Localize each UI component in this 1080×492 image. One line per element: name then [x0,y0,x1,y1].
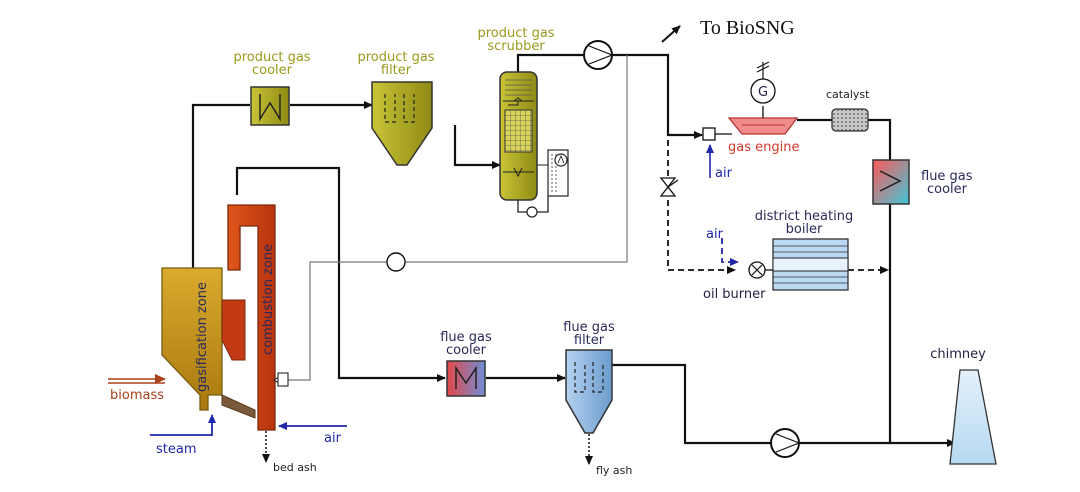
product-gas-filter: product gas filter [357,50,435,166]
scrubber-pump-icon [526,206,538,218]
dh-boiler-label-line1: district heating [755,209,853,224]
flue-gas-cooler-bottom: flue gas cooler [440,330,492,397]
pipe-bottom-filter-to-chimney [612,363,771,445]
pg-scrubber-label-line2: scrubber [487,39,545,54]
district-heating-boiler: district heating boiler air oil burner [703,209,853,302]
pipe-catalyst-to-flue-cooler [868,118,892,160]
flue-gas-cooler-right: flue gas cooler [872,159,973,205]
oil-burner-label: oil burner [703,287,766,302]
pipe-combustion-to-flue-cooler [235,166,446,382]
flue-cooler-bottom-label-line1: flue gas [440,330,492,345]
pg-cooler-label-line1: product gas [233,50,310,65]
fly-ash-label: fly ash [596,464,632,477]
flue-filter-label-line2: filter [574,333,605,348]
flue-cooler-right-label-line2: cooler [927,182,968,197]
recirculation-line [288,55,628,381]
bypass-valve-icon [659,177,679,197]
boiler-air-label: air [706,227,724,242]
gas-engine-label: gas engine [728,140,799,155]
chimney-label: chimney [930,347,986,362]
catalyst-label: catalyst [826,88,870,101]
flue-cooler-bottom-label-line2: cooler [446,343,487,358]
gasification-zone-label: gasification zone [195,282,210,392]
flue-filter-bags-icon [574,362,604,393]
scrubber-packing-rings [505,79,532,96]
generator-label: G [758,85,768,100]
flue-gas-fan-icon [770,428,801,458]
gas-engine: G gas engine air [702,61,799,181]
steam-label: steam [156,442,197,457]
pipes [191,53,956,447]
product-gas-scrubber: product gas scrubber [477,26,569,218]
fly-ash-outlet: fly ash [585,434,632,477]
pg-filter-label-line1: product gas [357,50,434,65]
flue-cooler-right-label-line1: flue gas [921,169,973,184]
steam-feed: steam [150,414,216,457]
pipe-pg-filter-to-scrubber [453,125,501,169]
pipe-flue-cooler-to-chimney [888,204,956,447]
biomass-label: biomass [110,388,164,403]
bed-ash-outlet: bed ash [262,431,317,474]
catalyst-unit: catalyst [826,88,870,132]
to-biosng-label: To BioSNG [661,17,795,43]
pg-cooler-label-line2: cooler [252,63,293,78]
pipe-scrubber-to-blower [516,53,583,72]
scrubber-packing-grid [504,109,533,153]
engine-air-label: air [715,166,733,181]
flue-filter-label-line1: flue gas [563,320,615,335]
flue-cooler-bottom-coil-icon [455,365,477,389]
dh-boiler-label-line2: boiler [786,222,823,237]
pg-filter-label-line2: filter [381,63,412,78]
air-mixer-box [702,127,716,141]
reactor-air-feed: air [278,422,347,446]
pg-filter-bags-icon [384,94,415,123]
bed-ash-label: bed ash [273,461,317,474]
reactor-air-label: air [324,431,342,446]
pg-scrubber-label-line1: product gas [477,26,554,41]
product-gas-blower-icon [583,40,614,70]
flue-cooler-coil-icon [879,170,902,192]
chimney: chimney [930,347,997,465]
combustion-zone-label: combustion zone [261,244,276,355]
pipe-gasifier-to-pg-cooler [191,103,250,268]
pipe-blower-to-engine [612,53,703,139]
recirculation-fan-icon [386,252,406,272]
pg-cooler-coil-icon [259,94,281,122]
gasification-reactor: gasification zone combustion zone [161,204,289,431]
flue-gas-filter: flue gas filter [563,320,615,434]
biomass-feed: biomass [108,374,166,403]
to-biosng-text: To BioSNG [700,17,795,39]
product-gas-cooler: product gas cooler [233,50,311,126]
